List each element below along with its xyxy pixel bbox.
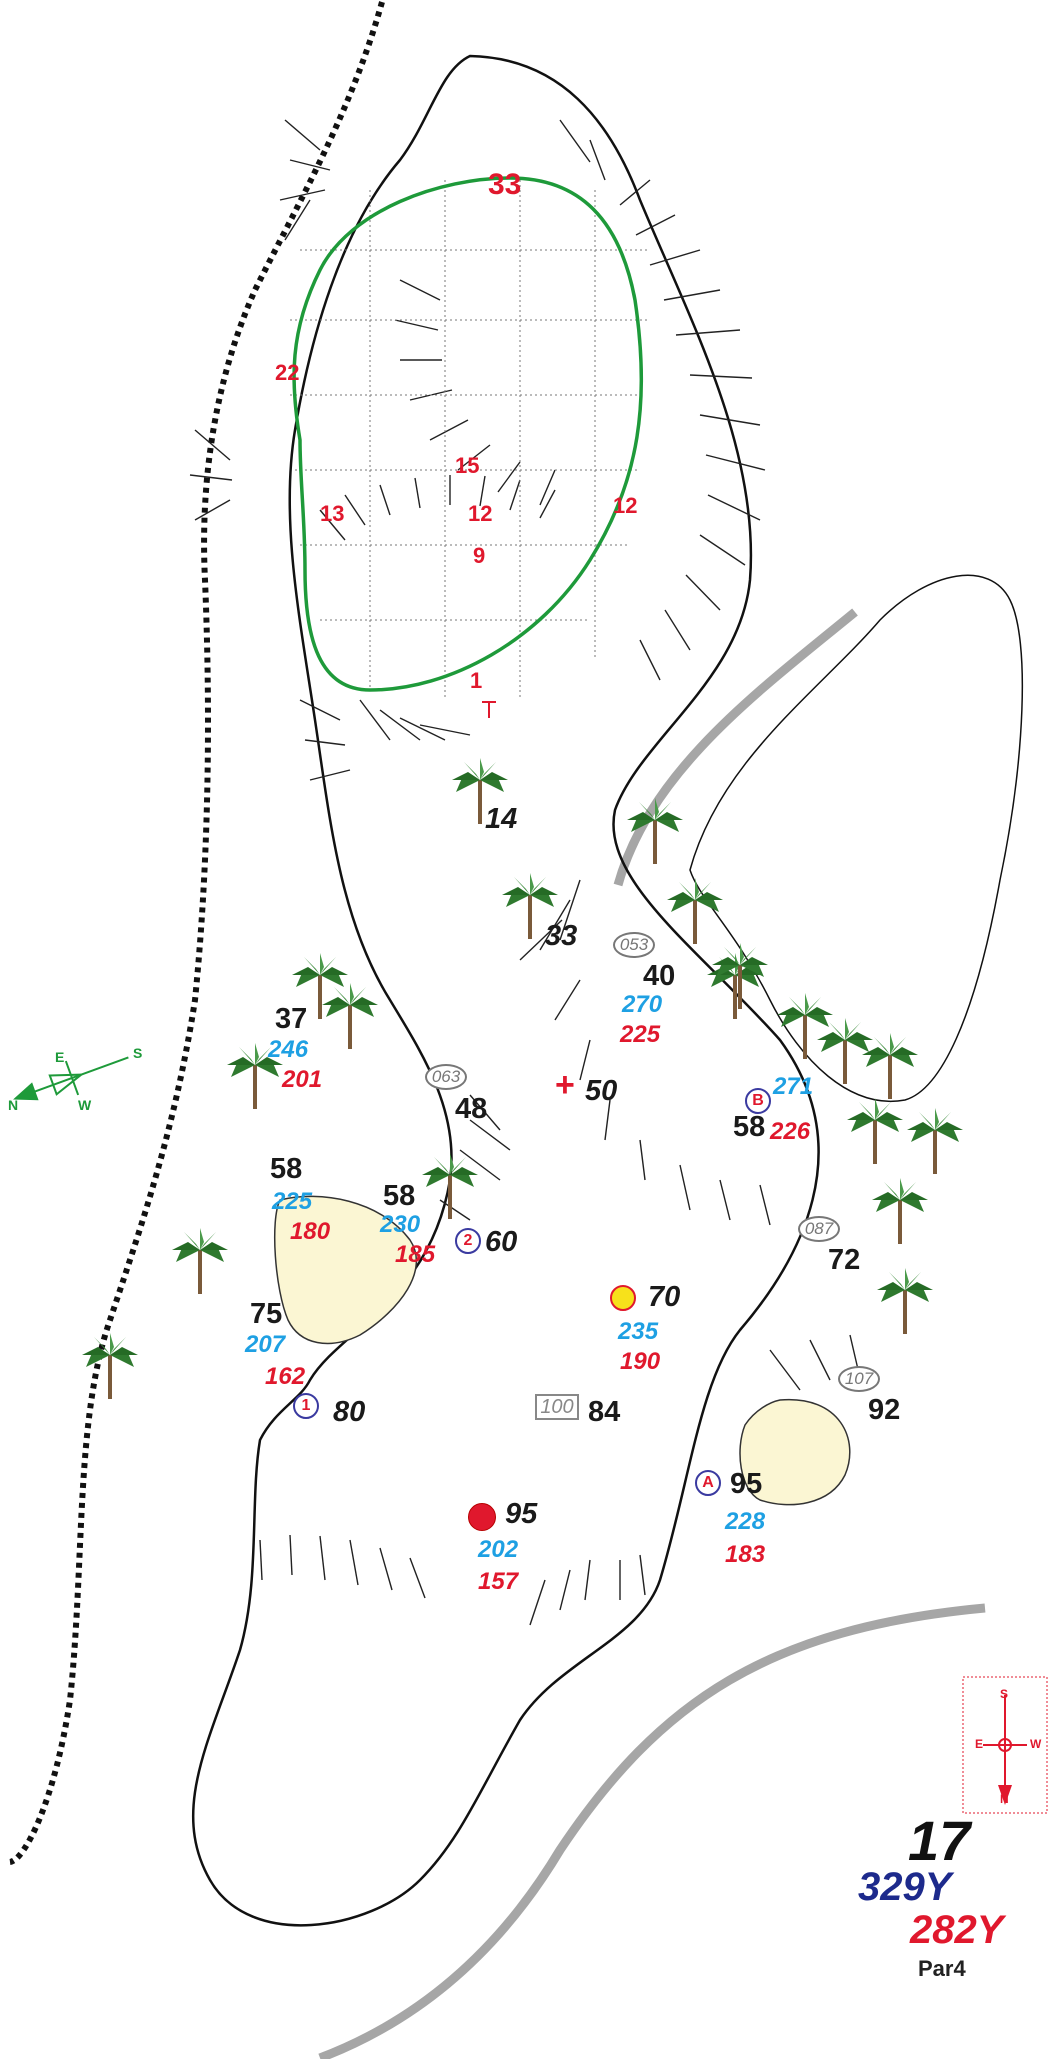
- sprinkler-053-red: 225: [620, 1021, 661, 1048]
- green-outline: [292, 176, 644, 692]
- yardage-front-tee: 282Y: [910, 1908, 1004, 1952]
- box-100-tag: 100: [535, 1394, 579, 1420]
- green-depth-mid: 15: [455, 453, 480, 478]
- palm-tree: [172, 1228, 228, 1294]
- flag-marker: [482, 701, 496, 718]
- out-of-bounds-line: [8, 1, 385, 1865]
- compass-right-south: S: [1000, 1687, 1009, 1701]
- compass-right-north: N: [1000, 1792, 1009, 1806]
- green-depth-left: 22: [275, 360, 300, 385]
- palm-tree: [847, 1098, 903, 1164]
- palm-33-distance: 33: [545, 920, 578, 952]
- hole-par: Par4: [918, 1956, 966, 1981]
- red-flag-dot: [468, 1503, 496, 1531]
- sprinkler-tag-063: 063: [425, 1064, 467, 1090]
- bunker-left-low-red: 162: [265, 1363, 306, 1390]
- compass-left-west: W: [78, 1097, 92, 1113]
- red-dot-distance: 95: [505, 1498, 538, 1530]
- yellow-dot-blue: 235: [618, 1318, 659, 1345]
- lake-outline: [689, 574, 1024, 1102]
- sprinkler-053-blue: 270: [622, 991, 663, 1018]
- palm-tree: [82, 1333, 138, 1399]
- yellow-dot-distance: 70: [648, 1281, 681, 1313]
- green-grid: [290, 180, 650, 700]
- green-depth-left-low: 13: [320, 501, 345, 526]
- bunker-left-mid-black: 58: [383, 1180, 416, 1212]
- bunker-left-low-black: 75: [250, 1298, 283, 1330]
- left-trees-blue: 246: [268, 1036, 309, 1063]
- yellow-flag-dot: [610, 1285, 636, 1311]
- marker-b-blue: 271: [773, 1073, 814, 1100]
- marker-b-black: 58: [733, 1111, 766, 1143]
- marker-a: A: [695, 1470, 721, 1496]
- sprinkler-053-distance: 40: [643, 960, 676, 992]
- sprinkler-063-distance: 48: [455, 1093, 488, 1125]
- compass-left-south: S: [133, 1045, 143, 1061]
- fairway-outline: [191, 54, 820, 1927]
- green-depth-front: 1: [470, 668, 483, 693]
- compass-left-north: N: [8, 1097, 19, 1113]
- yellow-dot-red: 190: [620, 1348, 661, 1375]
- compass-right-east: E: [975, 1737, 984, 1751]
- sprinkler-tag-107: 107: [838, 1366, 880, 1392]
- marker-1-distance: 80: [333, 1396, 366, 1428]
- cart-path-lower: [318, 1603, 986, 2059]
- marker-2: 2: [455, 1228, 481, 1254]
- bunker-left-low-blue: 207: [245, 1331, 286, 1358]
- left-trees-black: 37: [275, 1003, 308, 1035]
- marker-b: B: [745, 1088, 771, 1114]
- palm-tree: [322, 983, 378, 1049]
- bunker-left-mid-blue: 230: [380, 1211, 421, 1238]
- bunker-left: [273, 1195, 417, 1345]
- compass-left-east: E: [55, 1049, 65, 1065]
- bunker-left-top-red: 180: [290, 1218, 331, 1245]
- center-cross-distance: 50: [585, 1075, 618, 1107]
- green-depth-center: 12: [468, 501, 493, 526]
- marker-a-blue: 228: [725, 1508, 766, 1535]
- bunker-left-mid-red: 185: [395, 1241, 436, 1268]
- bunker-left-top-blue: 225: [272, 1188, 313, 1215]
- compass-rose-right: [962, 1676, 1048, 1814]
- yardage-back-tee: 329Y: [858, 1865, 952, 1909]
- center-cross-icon: +: [555, 1066, 575, 1104]
- sprinkler-087-distance: 72: [828, 1244, 861, 1276]
- hole-number: 17: [908, 1809, 971, 1872]
- sprinkler-tag-053: 053: [613, 932, 655, 958]
- left-trees-red: 201: [282, 1066, 323, 1093]
- marker-1: 1: [293, 1393, 319, 1419]
- box-100-distance: 84: [588, 1396, 621, 1428]
- palm-tree: [877, 1268, 933, 1334]
- green-depth-back: 33: [488, 168, 522, 201]
- sprinkler-107-distance: 92: [868, 1394, 901, 1426]
- palm-tree: [872, 1178, 928, 1244]
- marker-a-red: 183: [725, 1541, 766, 1568]
- red-dot-blue: 202: [478, 1536, 519, 1563]
- marker-b-red: 226: [770, 1118, 811, 1145]
- bunker-right: [739, 1398, 851, 1506]
- palm-tree: [862, 1033, 918, 1099]
- marker-2-distance: 60: [485, 1226, 518, 1258]
- green-depth-right: 12: [613, 493, 638, 518]
- slope-hatching: [189, 119, 861, 1626]
- red-dot-red: 157: [478, 1568, 519, 1595]
- compass-rose-left: [13, 1056, 129, 1101]
- palm-tree: [422, 1153, 478, 1219]
- palm-tree: [907, 1108, 963, 1174]
- sprinkler-tag-087: 087: [798, 1216, 840, 1242]
- palm-14-distance: 14: [485, 803, 518, 835]
- compass-right-west: W: [1030, 1737, 1042, 1751]
- cart-path-upper: [613, 608, 858, 887]
- green-depth-low: 9: [473, 543, 486, 568]
- bunker-left-top-black: 58: [270, 1153, 303, 1185]
- marker-a-distance: 95: [730, 1468, 763, 1500]
